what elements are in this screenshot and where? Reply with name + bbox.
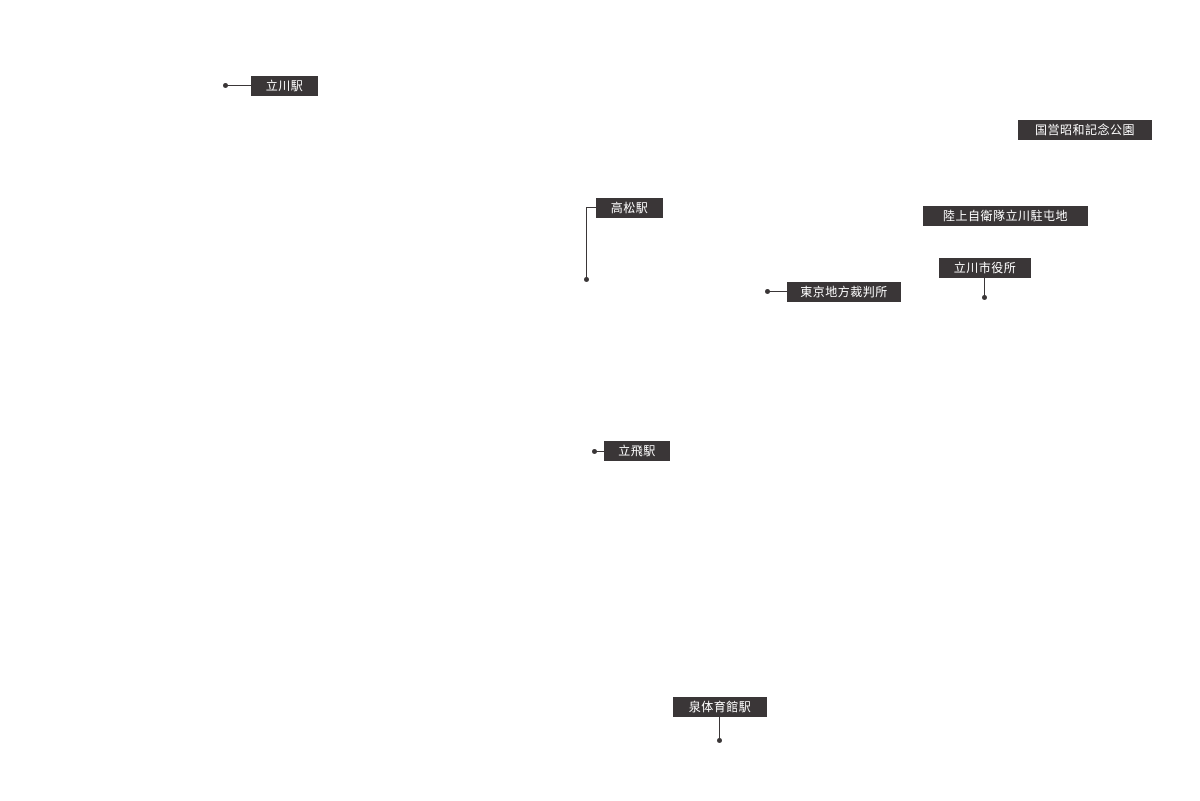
izumi-taiikukan-station-label[interactable]: 泉体育館駅 [673, 697, 767, 717]
takamatsu-station-leader-vertical [586, 207, 587, 279]
tachikawa-station-leader [226, 85, 252, 86]
izumi-taiikukan-station-marker [717, 738, 722, 743]
tokyo-district-court-leader [768, 291, 788, 292]
jsdf-tachikawa-camp-label[interactable]: 陸上自衛隊立川駐屯地 [923, 206, 1088, 226]
tachikawa-city-hall-label[interactable]: 立川市役所 [939, 258, 1031, 278]
tachikawa-station-marker [223, 83, 228, 88]
takamatsu-station-leader-horizontal [586, 207, 597, 208]
tokyo-district-court-marker [765, 289, 770, 294]
takamatsu-station-marker [584, 277, 589, 282]
takamatsu-station-label[interactable]: 高松駅 [596, 198, 663, 218]
tachikawa-city-hall-leader [984, 278, 985, 297]
tachihi-station-marker [592, 449, 597, 454]
tachihi-station-label[interactable]: 立飛駅 [604, 441, 670, 461]
showa-kinen-park-label[interactable]: 国営昭和記念公園 [1018, 120, 1152, 140]
izumi-taiikukan-station-leader [719, 717, 720, 741]
tokyo-district-court-label[interactable]: 東京地方裁判所 [787, 282, 901, 302]
tachikawa-station-label[interactable]: 立川駅 [251, 76, 318, 96]
tachikawa-city-hall-marker [982, 295, 987, 300]
tachihi-station-leader [595, 451, 605, 452]
